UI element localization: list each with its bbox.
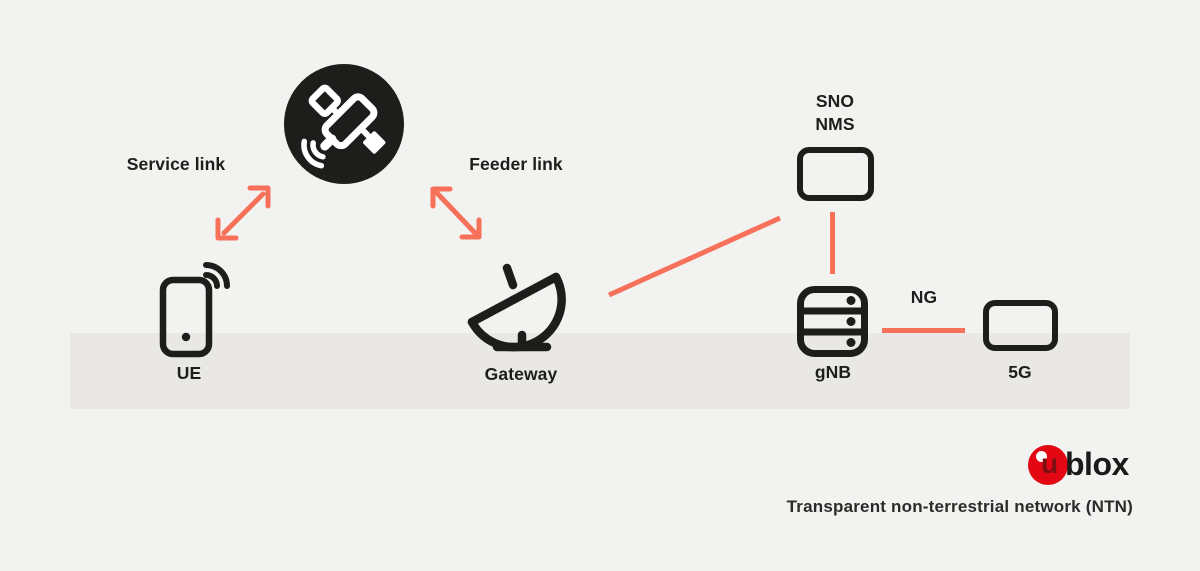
- sno-label-line1: SNO: [815, 91, 855, 111]
- gnb-server-icon: [797, 286, 868, 357]
- gateway-dish-icon: [467, 263, 566, 352]
- feeder-link-arrow: [430, 186, 482, 240]
- logo-wordmark: blox: [1065, 446, 1129, 482]
- sno-nms-box-icon: [797, 147, 874, 201]
- sno-label-line2: NMS: [815, 114, 855, 134]
- logo-letter-u: u: [1041, 448, 1059, 479]
- ue-label: UE: [176, 363, 202, 383]
- gateway-label: Gateway: [484, 364, 558, 384]
- five-g-label: 5G: [1008, 362, 1032, 382]
- ng-label: NG: [910, 287, 938, 307]
- sno-gnb-connector: [830, 212, 835, 274]
- gnb-label: gNB: [814, 362, 852, 382]
- satellite-icon: [284, 64, 404, 184]
- u-blox-logo-mark: u: [1028, 445, 1068, 485]
- ue-phone-icon: [159, 262, 230, 358]
- gateway-sno-connector: [607, 215, 782, 298]
- wifi-signal-icon: [203, 262, 230, 289]
- gnb-5g-connector: [882, 328, 965, 333]
- diagram-caption: Transparent non-terrestrial network (NTN…: [786, 497, 1133, 516]
- sno-nms-label: SNO NMS: [815, 90, 854, 136]
- logo-dot-icon: [1036, 451, 1047, 462]
- five-g-box-icon: [983, 300, 1058, 351]
- feeder-link-label: Feeder link: [469, 154, 563, 174]
- service-link-label: Service link: [126, 154, 226, 174]
- service-link-arrow: [215, 185, 271, 241]
- ground-band: [70, 333, 1130, 409]
